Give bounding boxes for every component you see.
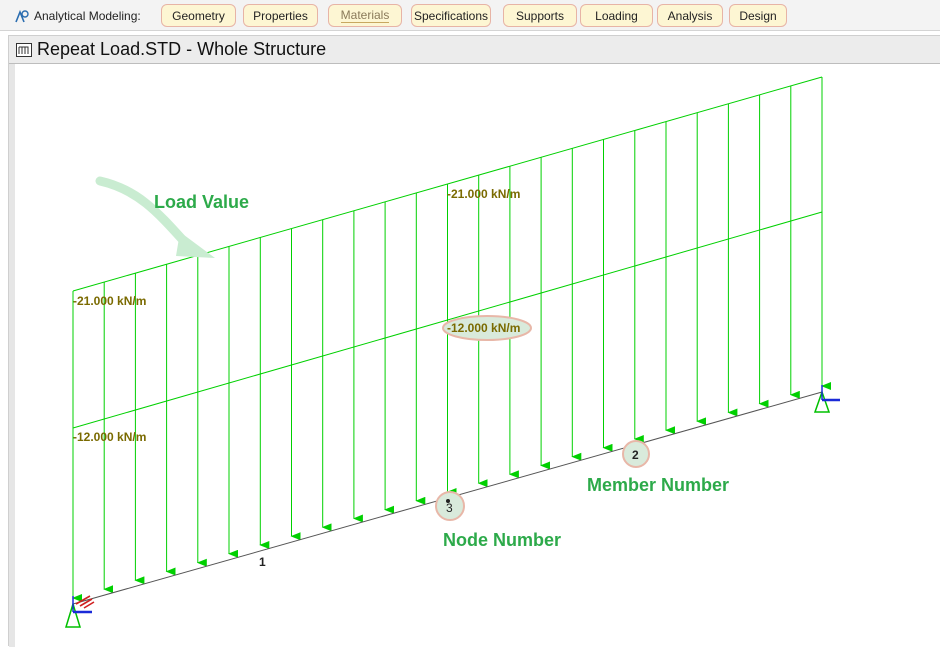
view-title: Repeat Load.STD - Whole Structure: [37, 39, 327, 59]
structure-view-icon: [16, 42, 32, 57]
tab-label: Supports: [515, 8, 565, 23]
member-number-2-label: 2: [632, 448, 639, 462]
support-right-icon[interactable]: [813, 385, 840, 413]
tab-label: Loading: [595, 8, 638, 23]
tab-properties[interactable]: Properties: [243, 4, 318, 27]
load-label-top-mid: -21.000 kN/m: [447, 187, 520, 201]
tab-label: Analysis: [667, 8, 713, 23]
load-value-highlight: [442, 315, 532, 341]
node-3[interactable]: [446, 499, 450, 503]
node-3-highlight: [435, 491, 465, 521]
support-left-icon[interactable]: [64, 595, 95, 628]
ribbon-toolbar: Analytical Modeling: Geometry Properties…: [0, 0, 940, 31]
member-2-highlight: [622, 440, 650, 468]
tab-analysis[interactable]: Analysis: [657, 4, 723, 27]
tab-loading[interactable]: Loading: [580, 4, 653, 27]
node-number-label: 3: [446, 501, 453, 515]
structure-canvas[interactable]: [9, 64, 940, 647]
app-mode-label: Analytical Modeling:: [14, 6, 141, 26]
tab-specifications[interactable]: Specifications: [411, 4, 491, 27]
tab-geometry[interactable]: Geometry: [161, 4, 236, 27]
annotation-node-number: Node Number: [443, 530, 561, 550]
tab-supports[interactable]: Supports: [503, 4, 577, 27]
tab-materials[interactable]: Materials: [328, 4, 402, 27]
view-titlebar[interactable]: Repeat Load.STD - Whole Structure: [9, 36, 940, 64]
tab-label: Geometry: [172, 8, 225, 23]
analytical-modeling-icon: [15, 9, 29, 23]
member-number-1-label: 1: [259, 555, 266, 569]
load-label-lower-mid: -12.000 kN/m: [447, 321, 520, 335]
view-window: Repeat Load.STD - Whole Structure: [8, 35, 940, 647]
annotation-load-value: Load Value: [154, 192, 249, 212]
load-label-lower-left: -12.000 kN/m: [73, 430, 146, 444]
tab-label: Specifications: [413, 8, 489, 23]
load-arrow-group: [72, 77, 831, 602]
tab-label: Properties: [253, 8, 308, 23]
tab-design[interactable]: Design: [729, 4, 787, 27]
app-mode-label-text: Analytical Modeling:: [34, 9, 141, 23]
load-label-top-left: -21.000 kN/m: [73, 294, 146, 308]
load-value-pointer-icon: [95, 176, 215, 258]
annotation-member-number: Member Number: [587, 475, 729, 495]
tab-label: Materials: [340, 7, 390, 23]
tab-label: Design: [739, 8, 777, 23]
